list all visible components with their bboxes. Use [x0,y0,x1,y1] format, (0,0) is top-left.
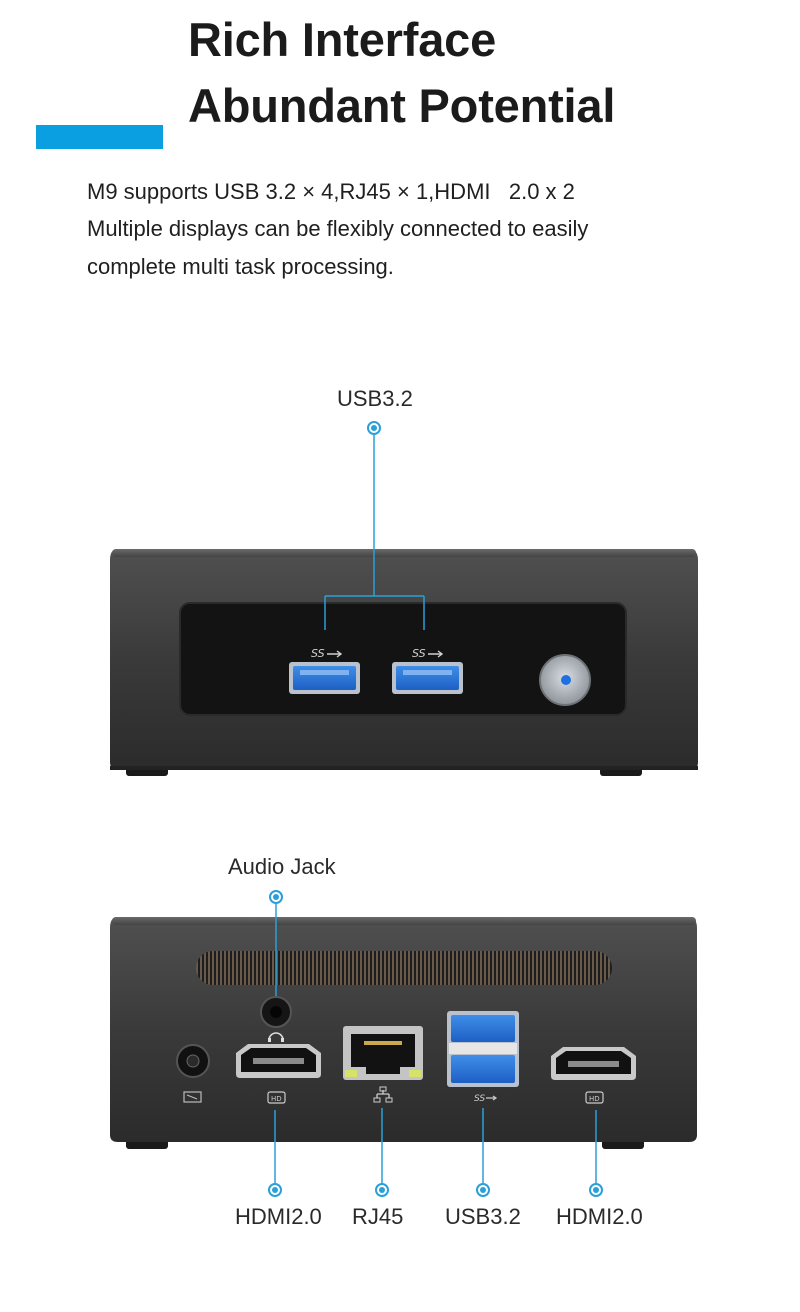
callout-dots [268,890,603,1197]
front-usb-label: USB3.2 [337,386,413,411]
accent-bar [36,125,163,149]
rear-usb-stack: SS [447,1011,519,1104]
rear-hdmi-label-1: HDMI2.0 [235,1204,322,1229]
front-unit: SS SS [110,421,698,776]
rear-hdmi-label-2: HDMI2.0 [556,1204,643,1229]
usb-superspeed-icon: SS [474,1094,485,1104]
hdmi-icon: HD [236,1044,321,1104]
usb-superspeed-icon: SS [412,647,426,660]
usb-superspeed-icon: SS [311,647,325,660]
audio-jack-label: Audio Jack [228,854,336,879]
vent-grille [196,951,612,985]
front-usb-callout-line [324,428,425,630]
page-title-line-2: Abundant Potential [188,79,616,132]
dc-power-icon [176,1044,210,1103]
description-line-2: Multiple displays can be flexibly connec… [87,216,589,241]
rear-usb-label: USB3.2 [445,1204,521,1229]
svg-text:HD: HD [589,1095,600,1103]
description-line-1: M9 supports USB 3.2 × 4,RJ45 × 1,HDMI 2.… [87,179,575,204]
front-usb-port-2 [392,662,463,694]
power-button-icon [539,654,591,706]
hdmi-icon: HD [551,1047,636,1104]
svg-text:HD: HD [271,1095,282,1103]
page-title-line-1: Rich Interface [188,13,497,66]
rear-rj45-label: RJ45 [352,1204,404,1229]
headphone-icon [260,996,292,1042]
description-line-3: complete multi task processing. [87,254,394,279]
rj45-network-icon [343,1026,423,1103]
front-usb-port-1 [289,662,360,694]
rear-unit: HD SS HD [110,890,697,1197]
